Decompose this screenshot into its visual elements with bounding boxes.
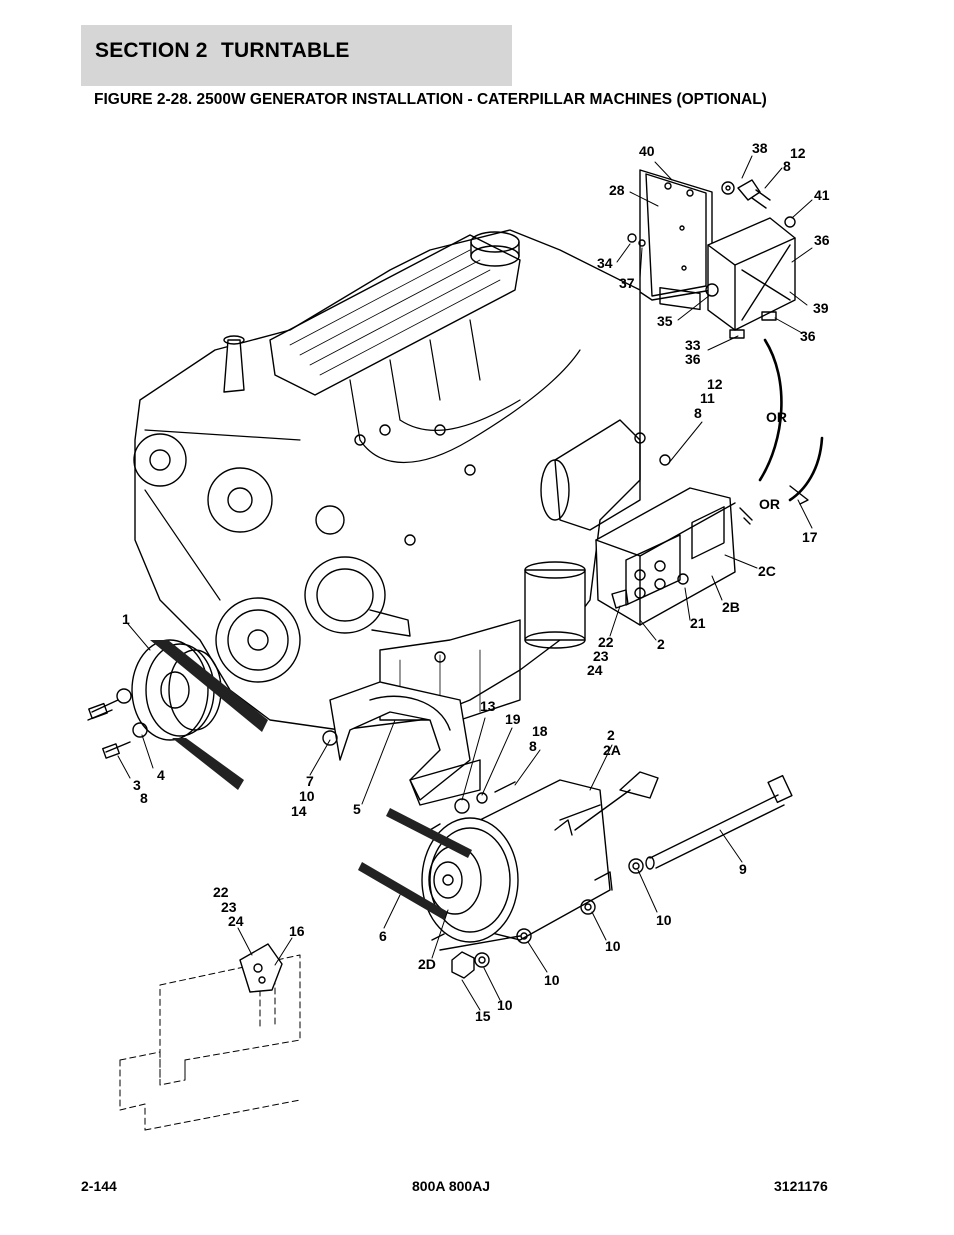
callout-34: 34 — [597, 255, 613, 271]
connector-small — [739, 507, 753, 525]
leader-lines — [117, 155, 813, 1011]
model-numbers: 800A 800AJ — [412, 1178, 491, 1194]
callout-2C: 2C — [758, 563, 776, 579]
section-title: TURNTABLE — [221, 39, 350, 62]
callout-41: 41 — [814, 187, 830, 203]
callout-10: 10 — [605, 938, 621, 954]
callout-39: 39 — [813, 300, 829, 316]
callout-12: 12 — [790, 145, 806, 161]
callout-2D: 2D — [418, 956, 436, 972]
callout-16: 16 — [289, 923, 305, 939]
callout-23: 23 — [593, 648, 609, 664]
callout-36: 36 — [814, 232, 830, 248]
callout-7: 7 — [306, 773, 314, 789]
callout-10: 10 — [656, 912, 672, 928]
callout-10: 10 — [544, 972, 560, 988]
section-number: SECTION 2 — [95, 39, 208, 62]
section-header-banner: SECTION 2 TURNTABLE — [81, 25, 512, 86]
callout-10: 10 — [299, 788, 315, 804]
callout-10: 10 — [497, 997, 513, 1013]
callout-8: 8 — [783, 158, 791, 174]
junction-box — [705, 216, 796, 339]
callout-2A: 2A — [603, 742, 621, 758]
cable-option-b — [788, 436, 824, 502]
callout-6: 6 — [379, 928, 387, 944]
callout-8: 8 — [529, 738, 537, 754]
callout-3: 3 — [133, 777, 141, 793]
callout-28: 28 — [609, 182, 625, 198]
callout-21: 21 — [690, 615, 706, 631]
callout-38: 38 — [752, 140, 768, 156]
callout-24: 24 — [228, 913, 244, 929]
callout-8: 8 — [140, 790, 148, 806]
mounting-bracket-plate — [639, 169, 713, 311]
callout-2: 2 — [607, 727, 615, 743]
callout-8: 8 — [694, 405, 702, 421]
callout-or: OR — [759, 496, 780, 512]
callout-22: 22 — [598, 634, 614, 650]
plate-hardware — [627, 179, 771, 247]
manual-part-number: 3121176 — [774, 1178, 828, 1194]
generator-control-box — [595, 487, 736, 626]
adjuster-bracket — [322, 681, 481, 806]
callout-19: 19 — [505, 711, 521, 727]
callout-36: 36 — [685, 351, 701, 367]
callout-or: OR — [766, 409, 787, 425]
callout-40: 40 — [639, 143, 655, 159]
drive-pulley-assembly — [87, 639, 268, 790]
callout-1: 1 — [122, 611, 130, 627]
callout-35: 35 — [657, 313, 673, 329]
engine-block — [133, 229, 671, 731]
page-number: 2-144 — [81, 1178, 117, 1194]
long-bolt — [645, 774, 793, 870]
callout-24: 24 — [587, 662, 603, 678]
callout-2: 2 — [657, 636, 665, 652]
callout-18: 18 — [532, 723, 548, 739]
callout-37: 37 — [619, 275, 635, 291]
callout-9: 9 — [739, 861, 747, 877]
callout-22: 22 — [213, 884, 229, 900]
callout-4: 4 — [157, 767, 165, 783]
callout-labels: 40 38 12 8 28 41 36 34 37 39 35 36 33 36… — [122, 140, 830, 1024]
callout-2B: 2B — [722, 599, 740, 615]
callout-5: 5 — [353, 801, 361, 817]
callout-12: 12 — [707, 376, 723, 392]
cable-option-a — [758, 338, 783, 482]
callout-13: 13 — [480, 698, 496, 714]
callout-33: 33 — [685, 337, 701, 353]
generator-hardware — [451, 781, 644, 979]
callout-23: 23 — [221, 899, 237, 915]
figure-title: FIGURE 2-28. 2500W GENERATOR INSTALLATIO… — [94, 91, 767, 108]
callout-11: 11 — [700, 390, 715, 406]
callout-15: 15 — [475, 1008, 491, 1024]
callout-14: 14 — [291, 803, 307, 819]
drive-belt — [358, 808, 472, 920]
frame-connector — [239, 943, 283, 993]
callout-36: 36 — [800, 328, 816, 344]
callout-17: 17 — [802, 529, 818, 545]
generator-unit — [421, 771, 659, 951]
connector-17 — [789, 485, 809, 505]
